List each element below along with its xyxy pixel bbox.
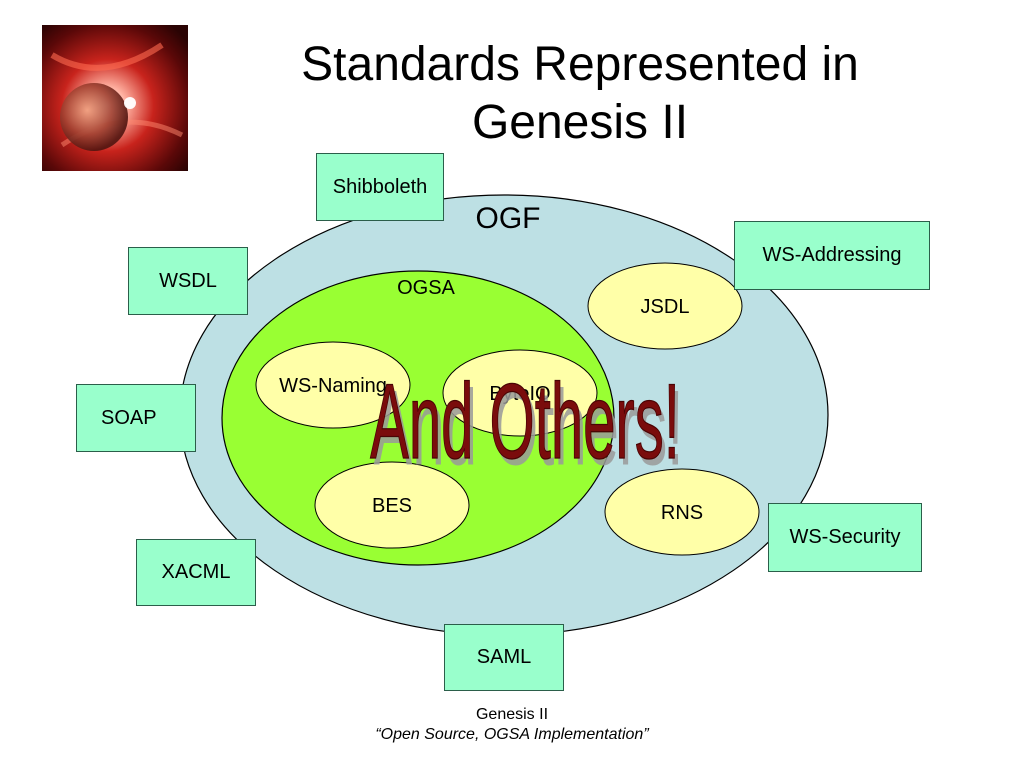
box-saml: SAML <box>444 624 564 691</box>
box-ws-security-label: WS-Security <box>789 526 901 548</box>
box-soap: SOAP <box>76 384 196 452</box>
and-others-text: And Others! <box>370 362 680 481</box>
ws-naming-label: WS-Naming <box>279 375 387 397</box>
box-xacml-label: XACML <box>161 561 231 583</box>
jsdl-ellipse <box>587 262 743 350</box>
box-shibboleth: Shibboleth <box>316 153 444 221</box>
bes-label: BES <box>372 495 412 517</box>
bes-ellipse <box>314 461 470 549</box>
byteio-ellipse <box>442 349 598 437</box>
and-others-wordart: And Others! And Others! <box>370 362 684 488</box>
ws-naming-ellipse <box>255 341 411 429</box>
ogf-label: OGF <box>476 202 541 235</box>
box-ws-addressing: WS-Addressing <box>734 221 930 290</box>
slide-title: Standards Represented in Genesis II <box>240 36 920 152</box>
title-line-1: Standards Represented in <box>301 38 859 91</box>
footer-line-1: Genesis II <box>475 706 549 723</box>
byteio-label: ByteIO <box>489 383 550 405</box>
and-others-shadow: And Others! <box>374 369 684 488</box>
box-wsdl-label: WSDL <box>159 270 217 292</box>
rns-ellipse <box>604 468 760 556</box>
ogsa-label: OGSA <box>397 277 455 299</box>
box-soap-label: SOAP <box>101 406 157 429</box>
box-saml-label: SAML <box>476 646 532 668</box>
footer-line-2: “Open Source, OGSA Implementation” <box>375 726 649 743</box>
box-ws-security: WS-Security <box>768 503 922 572</box>
title-line-2: Genesis II <box>471 96 689 149</box>
box-shibboleth-label: Shibboleth <box>332 175 428 198</box>
rns-label: RNS <box>661 502 703 524</box>
box-xacml: XACML <box>136 539 256 606</box>
slide-footer: Genesis II “Open Source, OGSA Implementa… <box>262 705 762 745</box>
box-ws-addressing-label: WS-Addressing <box>762 244 902 266</box>
nebula-logo <box>42 25 188 171</box>
box-wsdl: WSDL <box>128 247 248 315</box>
jsdl-label: JSDL <box>641 296 690 318</box>
